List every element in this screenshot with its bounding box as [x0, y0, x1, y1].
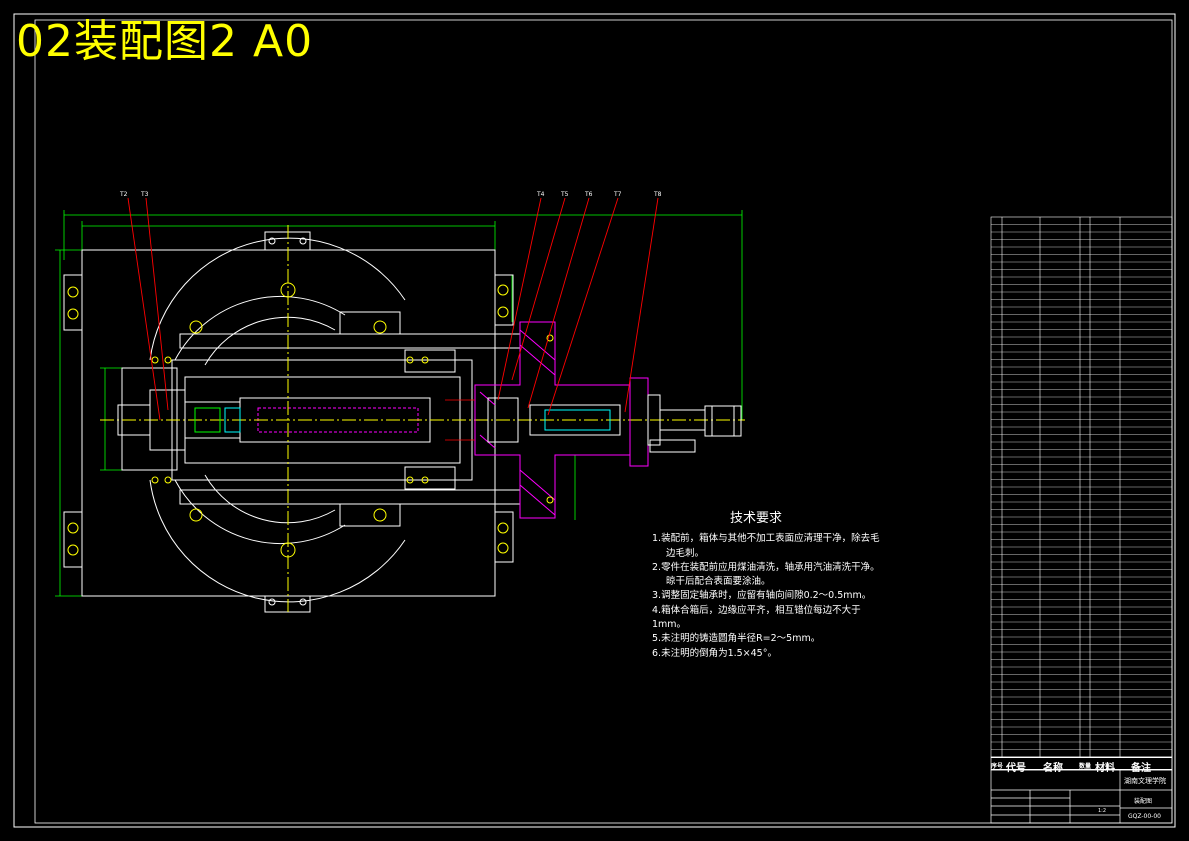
bom-header-name: 名称	[1043, 763, 1063, 774]
leader-lines	[127, 197, 659, 421]
inner-border	[34, 19, 1173, 824]
notes-heading: 技术要求	[729, 511, 782, 526]
housing-arc	[149, 237, 406, 361]
bom-header-row: 序号 代号 名称 数量 材料 备注	[991, 757, 1172, 774]
callout-t3: T3	[141, 191, 149, 198]
note-line: 晾干后配合表面要涂油。	[666, 576, 771, 588]
note-line: 2.零件在装配前应用煤油清洗，轴承用汽油清洗干净。	[652, 561, 880, 573]
note-line: 5.未注明的铸造圆角半径R=2～5mm。	[652, 633, 821, 645]
note-line: 3.调整固定轴承时，应留有轴向间隙0.2～0.5mm。	[652, 590, 872, 602]
outer-border	[13, 13, 1176, 828]
assembly-view	[55, 210, 745, 613]
dimension-lines	[55, 210, 743, 597]
drawing-scale: 1:2	[1098, 808, 1107, 814]
school-name: 湖南文理学院	[1124, 777, 1166, 785]
bom-header-remarks: 备注	[1131, 763, 1151, 774]
right-flange	[629, 377, 649, 467]
callout-t6: T6	[585, 191, 593, 198]
callout-t2: T2	[120, 191, 128, 198]
note-line: 1.装配前，箱体与其他不加工表面应清理干净，除去毛	[652, 533, 880, 545]
note-line: 6.未注明的倒角为1.5×45°。	[652, 647, 777, 659]
note-line: 4.箱体合箱后，边缘应平齐，相互错位每边不大于1mm。	[652, 604, 861, 631]
callout-t7: T7	[614, 191, 622, 198]
lower-rail	[179, 489, 521, 505]
drawing-name: 装配图	[1134, 798, 1153, 805]
motor	[704, 405, 742, 437]
bom-header-material: 材料	[1095, 763, 1115, 774]
note-line: 边毛刺。	[666, 547, 705, 559]
bom-header-qty: 数量	[1079, 763, 1092, 770]
bom-header-code: 代号	[1006, 763, 1026, 774]
main-shaft	[239, 397, 431, 443]
drawing-number: GQZ-00-00	[1128, 813, 1161, 820]
bom-header-no: 序号	[991, 763, 1004, 770]
drawing-title: 02装配图2 A0	[16, 16, 314, 67]
bom-rows	[991, 224, 1172, 750]
callout-t5: T5	[561, 191, 569, 198]
technical-requirements: 技术要求 1.装配前，箱体与其他不加工表面应清理干净，除去毛 边毛刺。 2.零件…	[652, 511, 880, 661]
callout-t4: T4	[537, 191, 545, 198]
callout-t8: T8	[654, 191, 662, 198]
